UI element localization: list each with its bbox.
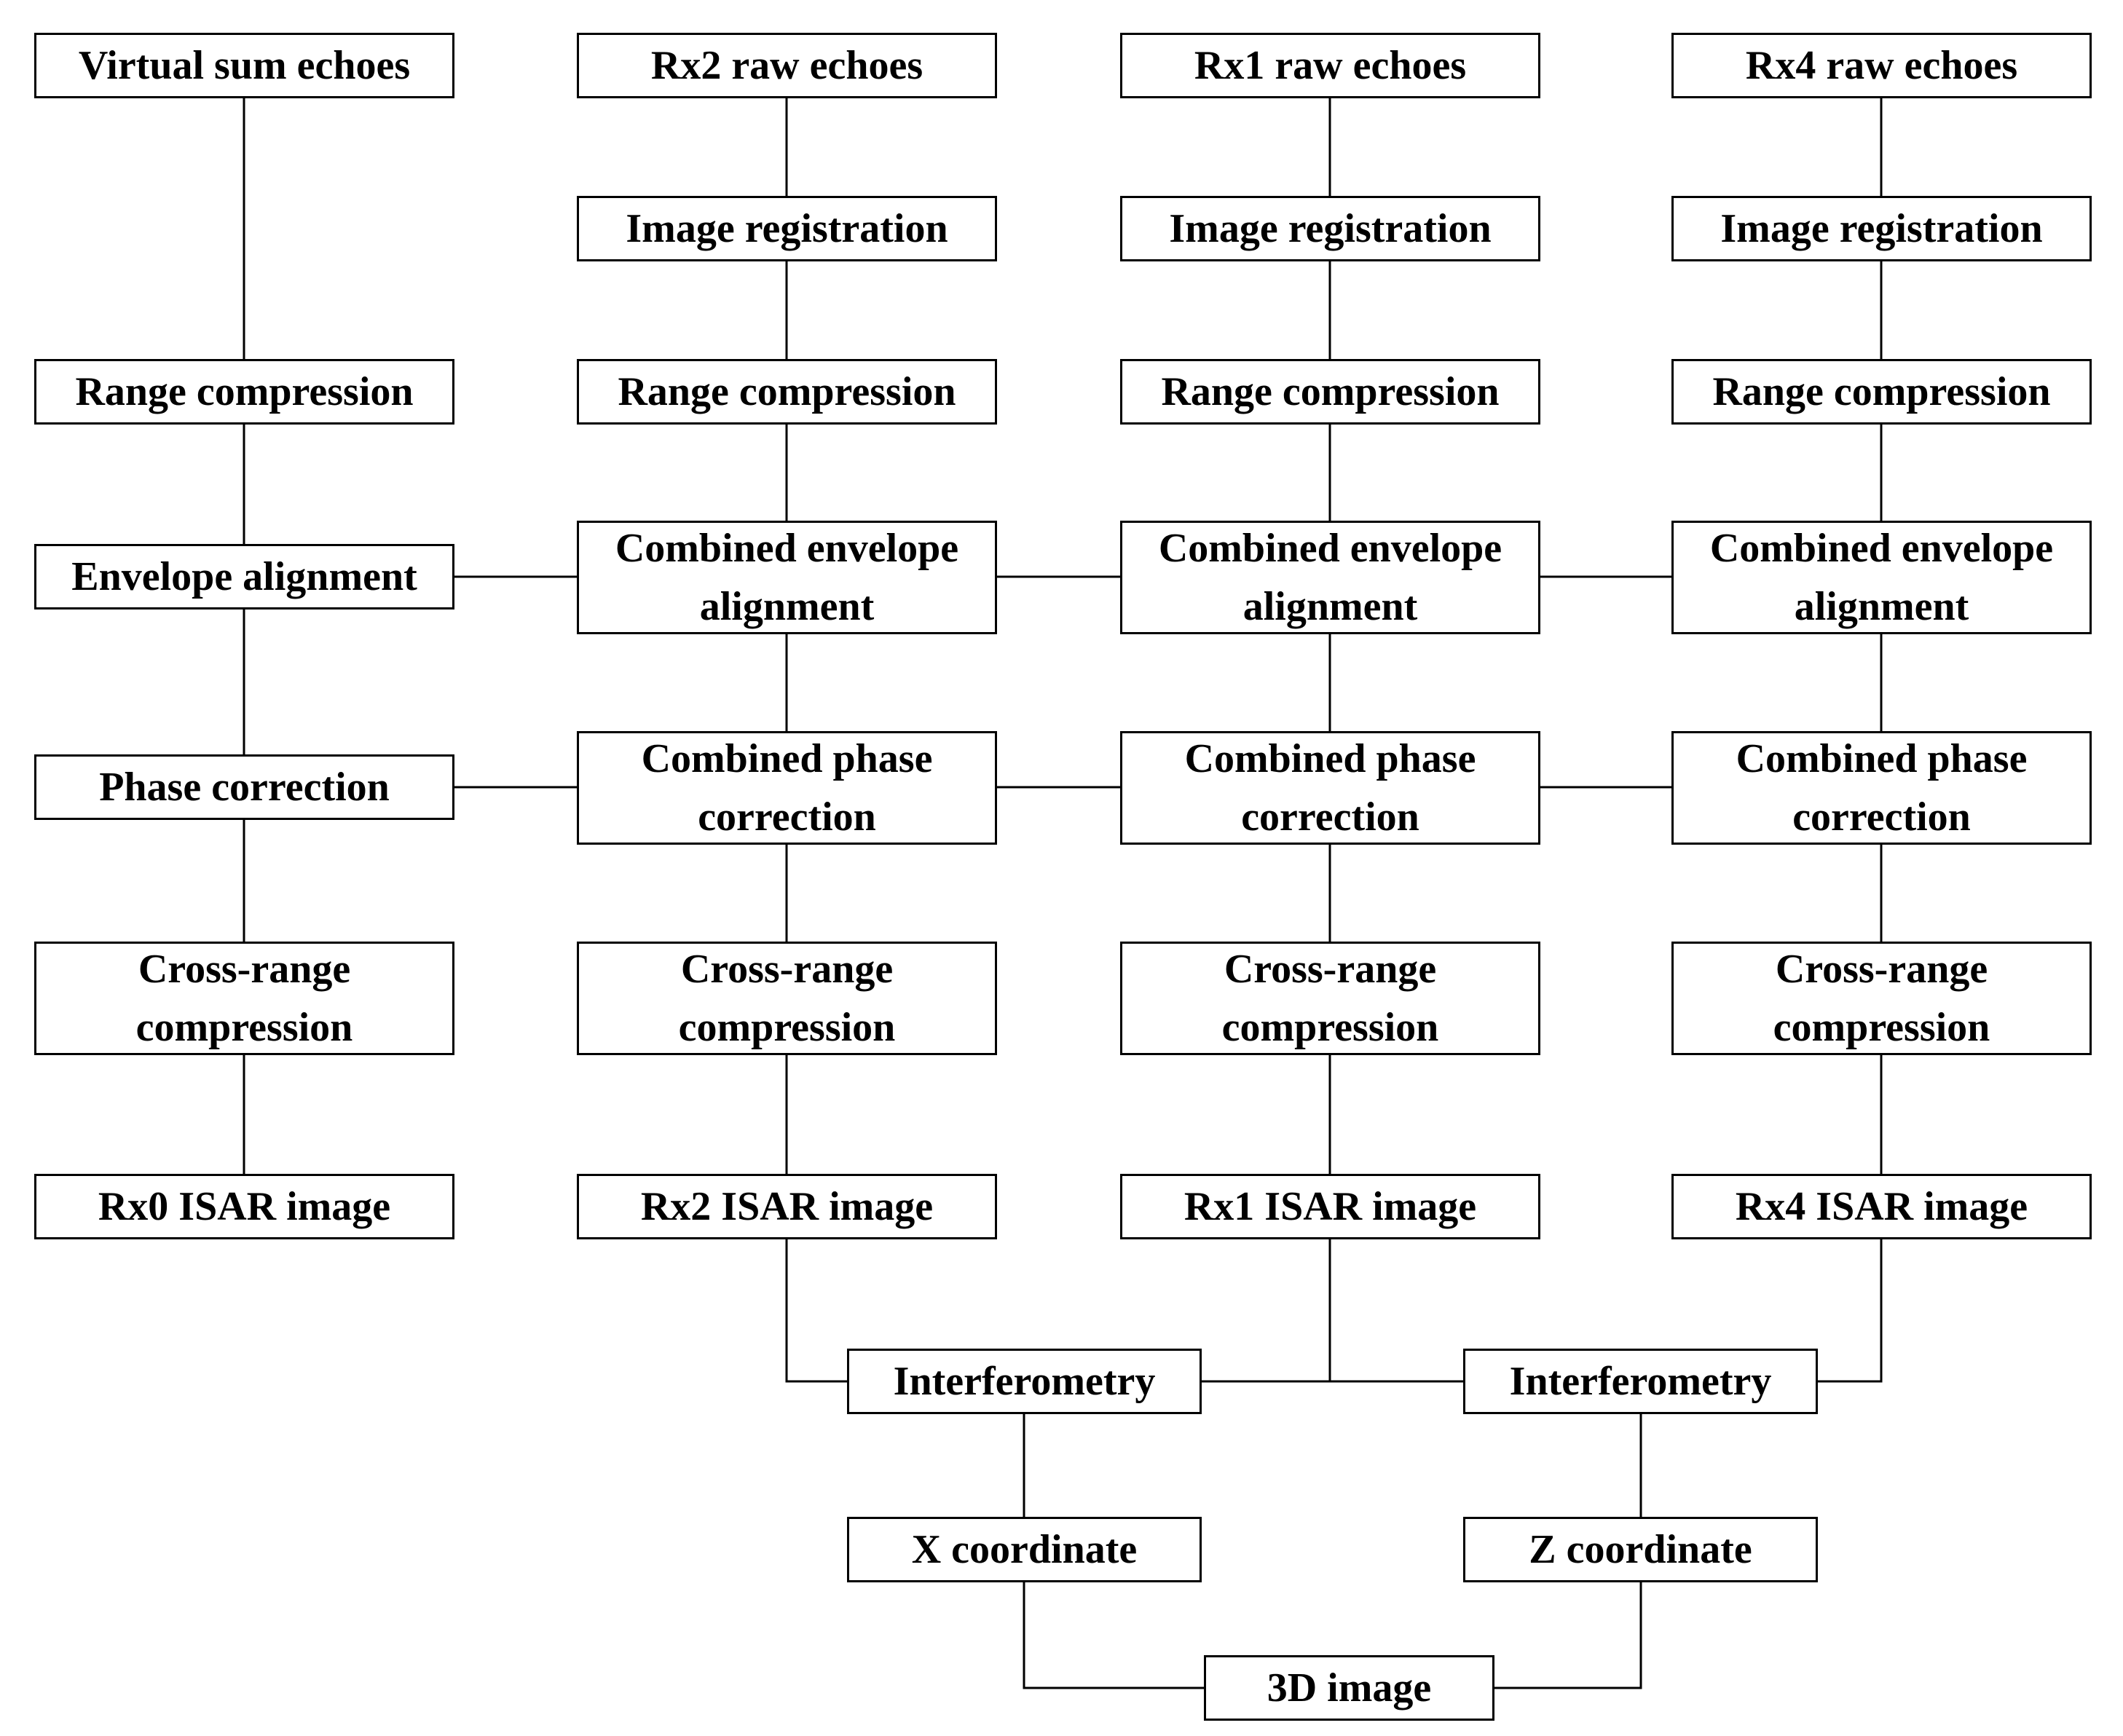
rx0-isar-image-label: Rx0 ISAR image — [98, 1184, 391, 1229]
rx2-combined-phase-correction-line1: Combined phase — [641, 736, 933, 781]
rx1-combined-phase-correction-line2: correction — [1241, 794, 1419, 840]
x-coordinate-box: X coordinate — [847, 1517, 1202, 1582]
rx2-raw-echoes-box: Rx2 raw echoes — [577, 33, 997, 98]
z-coordinate-to-3d-link — [1494, 1582, 1642, 1689]
rx2-combined-envelope-alignment-box: Combined envelope alignment — [577, 521, 997, 634]
rx2-cross-range-compression-line1: Cross-range — [680, 947, 894, 992]
rx4-range-compression-label: Range compression — [1712, 369, 2051, 414]
rx2-combined-envelope-alignment-line1: Combined envelope — [615, 526, 959, 571]
rx2-isar-image-box: Rx2 ISAR image — [577, 1174, 997, 1239]
rx0-envelope-alignment-label: Envelope alignment — [71, 554, 417, 599]
rx0-cross-range-compression-line2: compression — [135, 1005, 353, 1050]
rx0-envelope-alignment-box: Envelope alignment — [34, 544, 454, 609]
rx2-cross-range-compression-box: Cross-range compression — [577, 942, 997, 1055]
z-coordinate-label: Z coordinate — [1529, 1527, 1752, 1572]
rx1-range-compression-label: Range compression — [1161, 369, 1500, 414]
rx4-cross-range-compression-line2: compression — [1773, 1005, 1990, 1050]
rx2-combined-phase-correction-line2: correction — [698, 794, 876, 840]
rx4-combined-envelope-alignment-box: Combined envelope alignment — [1671, 521, 2092, 634]
rx0-range-compression-box: Range compression — [34, 359, 454, 425]
rx2-to-interferometry-x-link — [785, 1239, 847, 1383]
rx1-isar-image-box: Rx1 ISAR image — [1120, 1174, 1540, 1239]
rx1-image-registration-box: Image registration — [1120, 196, 1540, 261]
interferometry-x-label: Interferometry — [893, 1359, 1156, 1404]
rx1-raw-echoes-label: Rx1 raw echoes — [1194, 43, 1467, 88]
rx1-combined-envelope-alignment-line2: alignment — [1242, 584, 1418, 629]
rx4-combined-phase-correction-line1: Combined phase — [1736, 736, 2028, 781]
rx1-isar-image-label: Rx1 ISAR image — [1183, 1184, 1477, 1229]
rx1-combined-envelope-alignment-box: Combined envelope alignment — [1120, 521, 1540, 634]
rx0-cross-range-compression-box: Cross-range compression — [34, 942, 454, 1055]
rx2-range-compression-box: Range compression — [577, 359, 997, 425]
rx1-combined-phase-correction-line1: Combined phase — [1184, 736, 1476, 781]
rx4-combined-phase-correction-box: Combined phase correction — [1671, 731, 2092, 845]
rx2-image-registration-label: Image registration — [626, 206, 948, 251]
virtual-sum-echoes-box: Virtual sum echoes — [34, 33, 454, 98]
rx1-cross-range-compression-line1: Cross-range — [1224, 947, 1437, 992]
z-coordinate-box: Z coordinate — [1463, 1517, 1818, 1582]
rx1-image-registration-label: Image registration — [1169, 206, 1492, 251]
rx4-raw-echoes-box: Rx4 raw echoes — [1671, 33, 2092, 98]
interferometry-z-box: Interferometry — [1463, 1349, 1818, 1414]
rx4-combined-envelope-alignment-line1: Combined envelope — [1709, 526, 2054, 571]
rx4-image-registration-label: Image registration — [1720, 206, 2043, 251]
rx2-raw-echoes-label: Rx2 raw echoes — [650, 43, 923, 88]
rx1-range-compression-box: Range compression — [1120, 359, 1540, 425]
rx2-combined-phase-correction-box: Combined phase correction — [577, 731, 997, 845]
rx1-cross-range-compression-line2: compression — [1221, 1005, 1439, 1050]
rx4-raw-echoes-label: Rx4 raw echoes — [1745, 43, 2018, 88]
rx0-phase-correction-label: Phase correction — [99, 765, 390, 810]
rx4-combined-phase-correction-line2: correction — [1792, 794, 1971, 840]
rx1-cross-range-compression-box: Cross-range compression — [1120, 942, 1540, 1055]
interferometry-z-label: Interferometry — [1509, 1359, 1772, 1404]
rx4-to-interferometry-z-link — [1818, 1239, 1883, 1383]
rx2-cross-range-compression-line2: compression — [678, 1005, 896, 1050]
rx1-combined-envelope-alignment-line1: Combined envelope — [1158, 526, 1502, 571]
rx0-cross-range-compression-line1: Cross-range — [138, 947, 351, 992]
3d-image-box: 3D image — [1204, 1655, 1494, 1721]
rx1-raw-echoes-box: Rx1 raw echoes — [1120, 33, 1540, 98]
virtual-sum-echoes-label: Virtual sum echoes — [78, 43, 411, 88]
rx4-range-compression-box: Range compression — [1671, 359, 2092, 425]
rx2-isar-image-label: Rx2 ISAR image — [640, 1184, 934, 1229]
rx2-range-compression-label: Range compression — [618, 369, 956, 414]
3d-image-label: 3D image — [1267, 1665, 1432, 1711]
rx4-cross-range-compression-line1: Cross-range — [1775, 947, 1988, 992]
rx0-isar-image-box: Rx0 ISAR image — [34, 1174, 454, 1239]
interferometry-x-box: Interferometry — [847, 1349, 1202, 1414]
rx4-isar-image-label: Rx4 ISAR image — [1735, 1184, 2028, 1229]
x-coordinate-to-3d-link — [1023, 1582, 1204, 1689]
rx2-image-registration-box: Image registration — [577, 196, 997, 261]
rx4-image-registration-box: Image registration — [1671, 196, 2092, 261]
x-coordinate-label: X coordinate — [911, 1527, 1138, 1572]
rx4-cross-range-compression-box: Cross-range compression — [1671, 942, 2092, 1055]
rx1-combined-phase-correction-box: Combined phase correction — [1120, 731, 1540, 845]
rx4-isar-image-box: Rx4 ISAR image — [1671, 1174, 2092, 1239]
rx0-phase-correction-box: Phase correction — [34, 754, 454, 820]
rx0-range-compression-label: Range compression — [75, 369, 414, 414]
rx4-combined-envelope-alignment-line2: alignment — [1794, 584, 1969, 629]
rx2-combined-envelope-alignment-line2: alignment — [699, 584, 875, 629]
